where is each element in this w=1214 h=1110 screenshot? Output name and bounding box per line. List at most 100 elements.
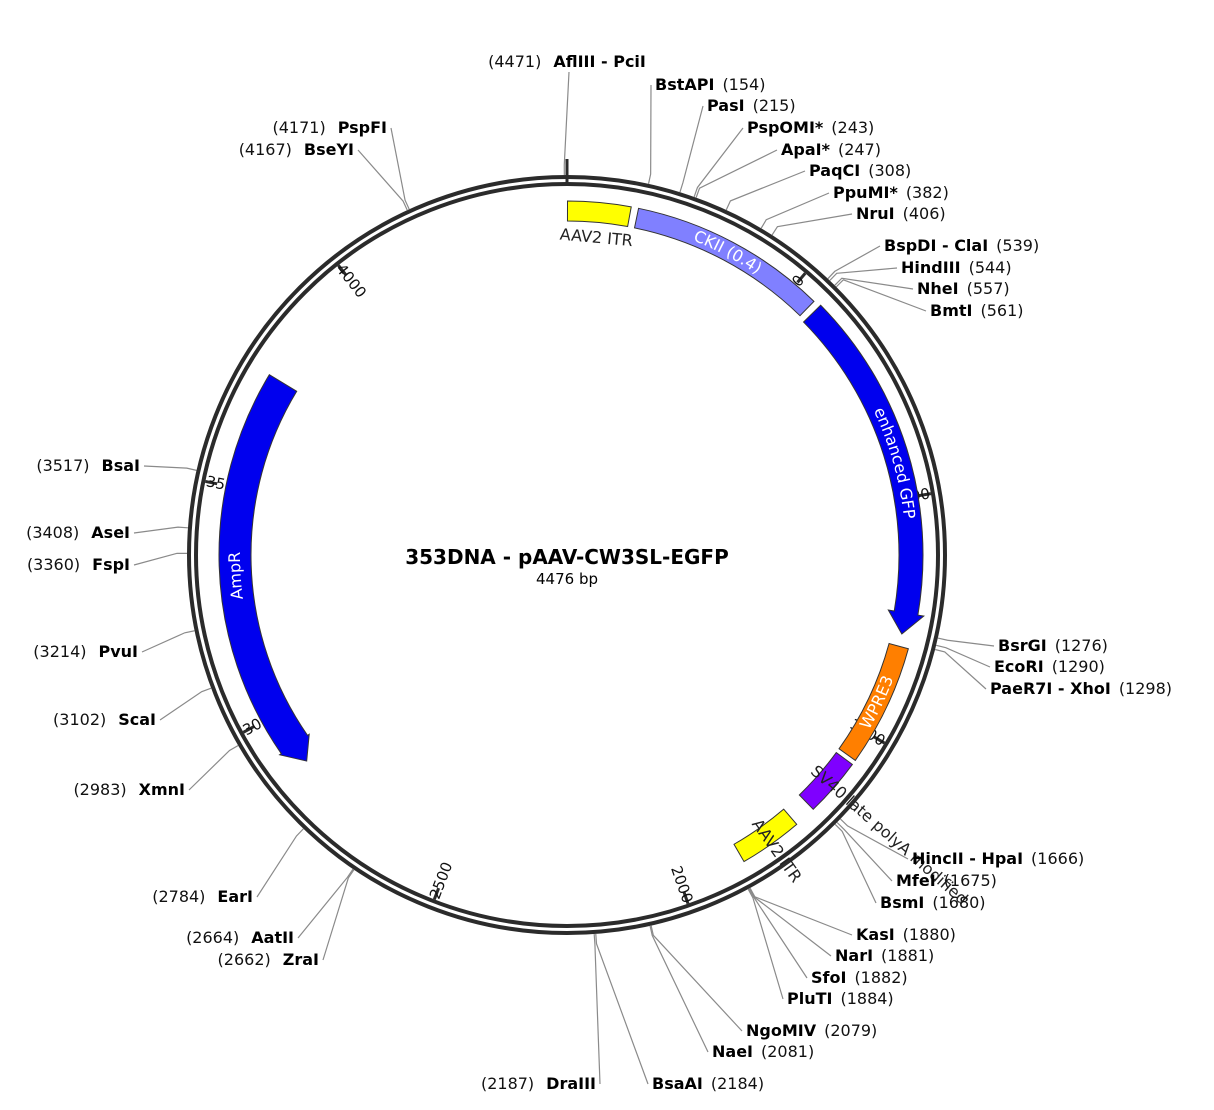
site-nrui[interactable]: NruI(406) — [771, 204, 946, 236]
site-bseyi[interactable]: (4167) BseYI — [239, 140, 408, 211]
site-nari[interactable]: NarI(1881) — [749, 887, 935, 965]
feature-aav2-itr-0[interactable]: AAV2 ITR — [559, 200, 634, 251]
site-bsai[interactable]: (3517)BsaI — [36, 456, 197, 475]
site-hindiii[interactable]: HindIII(544) — [829, 258, 1012, 281]
site-aatii[interactable]: (2664)AatII — [186, 868, 354, 947]
site-label: NaeI(2081) — [712, 1042, 814, 1061]
site-label: BstAPI(154) — [655, 75, 765, 94]
site-label: KasI(1880) — [856, 925, 956, 944]
site-position: (3408) — [26, 523, 79, 542]
site-apai[interactable]: ApaI*(247) — [695, 140, 881, 198]
feature-ampr-6[interactable]: AmpR — [218, 374, 310, 762]
site-eari[interactable]: (2784)EarI — [152, 828, 304, 906]
site-pasi[interactable]: PasI (215) — [679, 96, 796, 193]
site-position: (2081) — [761, 1042, 814, 1061]
site-fspi[interactable]: (3360)FspI — [27, 552, 188, 574]
site-label: NarI(1881) — [835, 946, 934, 965]
tick-label-2000: 2000 — [667, 864, 697, 906]
site-name: NarI — [835, 946, 873, 965]
plasmid-title-block: 353DNA - pAAV-CW3SL-EGFP 4476 bp — [405, 545, 729, 588]
site-name: BmtI — [930, 301, 972, 320]
site-name: HindIII — [901, 258, 961, 277]
site-bsrgi[interactable]: BsrGI (1276) — [937, 636, 1108, 655]
site-position: (539) — [996, 236, 1039, 255]
tick-500 — [796, 272, 807, 284]
site-position: (2079) — [824, 1021, 877, 1040]
site-position: (2187) — [481, 1074, 534, 1093]
feature-shape — [802, 304, 925, 635]
site-position: (2662) — [218, 950, 271, 969]
feature-shape — [838, 642, 909, 762]
site-bsmi[interactable]: BsmI(1680) — [834, 823, 986, 912]
site-label: ApaI*(247) — [781, 140, 881, 159]
site-label: PpuMI*(382) — [833, 183, 949, 202]
site-leader — [935, 644, 991, 668]
site-bmti[interactable]: BmtI (561) — [835, 279, 1024, 320]
site-ngomiv[interactable]: NgoMIV(2079) — [650, 925, 877, 1040]
site-name: BsrGI — [998, 636, 1047, 655]
site-afliii-pcii[interactable]: (4471)AflIII - PciI — [488, 52, 646, 176]
site-name: AatII — [251, 928, 294, 947]
site-sfoi[interactable]: SfoI(1882) — [748, 888, 908, 987]
site-paqci[interactable]: PaqCI(308) — [725, 161, 911, 211]
site-pluti[interactable]: PluTI(1884) — [747, 888, 894, 1008]
site-zrai[interactable]: (2662)ZraI — [218, 869, 355, 969]
site-position: (4171) — [272, 118, 325, 137]
site-label: (4471)AflIII - PciI — [488, 52, 646, 71]
site-leader — [679, 105, 704, 193]
site-position: (1290) — [1052, 657, 1105, 676]
site-name: NruI — [856, 204, 895, 223]
site-name: PspOMI* — [747, 118, 824, 137]
site-leader — [937, 637, 995, 647]
site-position: (1882) — [854, 968, 907, 987]
site-label: SfoI(1882) — [811, 968, 908, 987]
site-label: PaeR7I - XhoI(1298) — [990, 679, 1172, 698]
site-name: PaeR7I - XhoI — [990, 679, 1111, 698]
site-ecori[interactable]: EcoRI(1290) — [935, 644, 1105, 676]
tick-label-4000: 4000 — [332, 260, 370, 301]
site-scai[interactable]: (3102)ScaI — [53, 687, 212, 729]
site-nhei[interactable]: NheI(557) — [834, 277, 1010, 298]
site-name: AflIII - PciI — [553, 52, 646, 71]
site-draiii[interactable]: (2187)DraIII — [481, 933, 601, 1093]
site-bspdi-clai[interactable]: BspDI - ClaI(539) — [827, 236, 1039, 280]
site-name: PasI — [707, 96, 745, 115]
site-bsaai[interactable]: BsaAI(2184) — [595, 933, 764, 1093]
site-kasi[interactable]: KasI(1880) — [749, 887, 956, 944]
site-bstapi[interactable]: BstAPI(154) — [647, 75, 766, 184]
site-naei[interactable]: NaeI(2081) — [649, 925, 814, 1061]
site-ppumi[interactable]: PpuMI*(382) — [760, 183, 949, 229]
backbone-rings — [187, 159, 947, 935]
feature-enhanced-gfp-2[interactable]: enhanced GFP — [802, 304, 925, 635]
site-xmni[interactable]: (2983)XmnI — [73, 744, 239, 799]
site-label: (2662)ZraI — [218, 950, 319, 969]
site-position: (215) — [753, 96, 796, 115]
site-position: (4167) — [239, 140, 292, 159]
site-name: MfeI — [896, 871, 936, 890]
plasmid-name: 353DNA - pAAV-CW3SL-EGFP — [405, 545, 729, 569]
site-label: (3408)AseI — [26, 523, 130, 542]
site-pspfi[interactable]: (4171)PspFI — [272, 118, 410, 210]
site-leader — [649, 925, 709, 1053]
feature-label: WPRE3 — [855, 673, 896, 732]
feature-label: AAV2 ITR — [559, 225, 634, 251]
site-label: (2784)EarI — [152, 887, 253, 906]
site-label: (2187)DraIII — [481, 1074, 596, 1093]
site-leader — [839, 818, 909, 860]
site-position: (1276) — [1055, 636, 1108, 655]
site-hincii-hpai[interactable]: HincII - HpaI(1666) — [839, 818, 1084, 868]
site-name: BseYI — [304, 140, 354, 159]
site-label: (4167) BseYI — [239, 140, 354, 159]
site-paer7i-xhoi[interactable]: PaeR7I - XhoI(1298) — [934, 648, 1172, 698]
site-asei[interactable]: (3408)AseI — [26, 523, 189, 542]
site-pvui[interactable]: (3214)PvuI — [33, 630, 195, 661]
site-leader — [749, 887, 853, 936]
site-label: BmtI (561) — [930, 301, 1024, 320]
site-leader — [297, 868, 354, 939]
site-position: (561) — [980, 301, 1023, 320]
site-leader — [934, 648, 987, 690]
feature-shape — [633, 207, 815, 317]
site-pspomi[interactable]: PspOMI*(243) — [693, 118, 874, 198]
tick-2500 — [432, 887, 441, 900]
site-mfei[interactable]: MfeI(1675) — [836, 821, 997, 890]
